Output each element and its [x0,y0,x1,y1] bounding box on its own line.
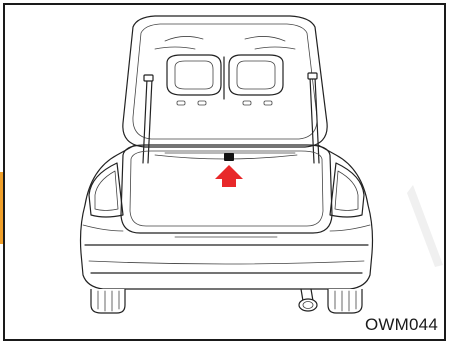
figure-frame: OWM044 [3,3,446,341]
figure-code-label: OWM044 [365,315,438,335]
car-body [81,145,373,289]
trunk-release-switch [224,153,234,161]
car-trunk-illustration [5,5,446,341]
watermark-mark [407,185,443,267]
arrow-up-icon [215,165,243,187]
rear-wheels [91,289,362,313]
trunk-lid [123,16,327,147]
exhaust-pipe [299,289,317,311]
